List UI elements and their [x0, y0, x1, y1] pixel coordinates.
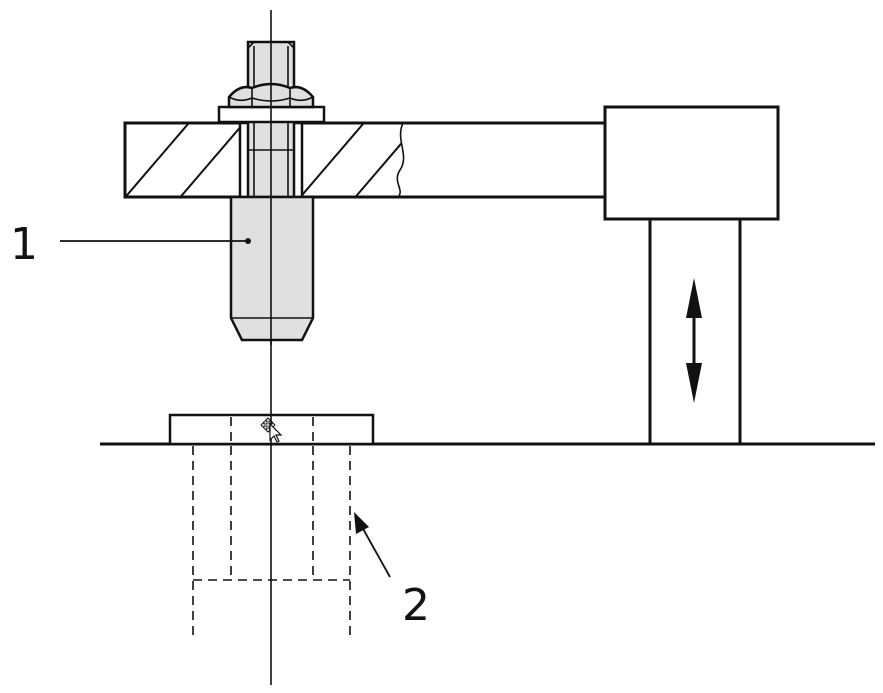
- part-label-1: 1: [10, 219, 38, 270]
- flange-hidden-lines: [230, 417, 314, 442]
- part-label-2: 2: [402, 580, 430, 631]
- leader-arrow-2: [354, 512, 391, 578]
- clamp-arm: [123, 121, 605, 199]
- move-cursor-icon: [260, 417, 283, 443]
- hex-nut: [227, 82, 315, 109]
- column-post: [648, 219, 742, 444]
- column-head: [603, 105, 780, 221]
- leader-dot-1: [245, 238, 251, 244]
- double-arrow-vertical-icon: [686, 278, 702, 403]
- hidden-bushing: [192, 446, 351, 640]
- plunger-body: [229, 195, 315, 342]
